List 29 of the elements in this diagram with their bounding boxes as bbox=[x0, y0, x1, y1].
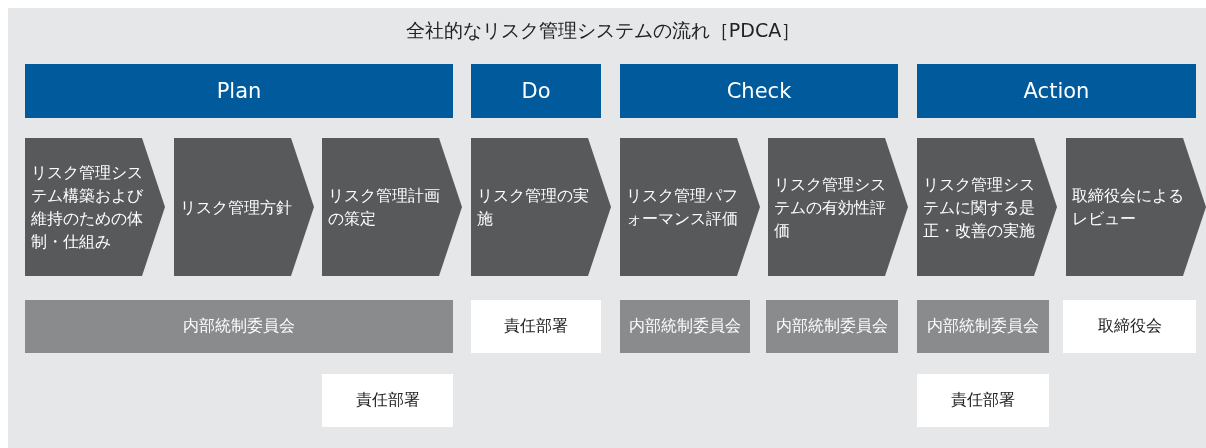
step-label: リスク管理パフォーマンス評価 bbox=[625, 185, 739, 230]
step-label: 取締役会によるレビュー bbox=[1071, 185, 1185, 230]
department-box: 責任部署 bbox=[322, 374, 453, 427]
department-box: 責任部署 bbox=[471, 300, 601, 353]
process-step bbox=[174, 138, 314, 276]
process-step bbox=[25, 138, 165, 276]
step-label: リスク管理システム構築および維持のための体制・仕組み bbox=[30, 162, 144, 253]
step-label: リスク管理システムの有効性評価 bbox=[773, 173, 887, 242]
phase-header: Action bbox=[917, 64, 1196, 118]
process-step bbox=[768, 138, 908, 276]
process-step bbox=[620, 138, 760, 276]
phase-header: Do bbox=[471, 64, 601, 118]
step-label: リスク管理システムに関する是正・改善の実施 bbox=[922, 173, 1036, 242]
process-step bbox=[917, 138, 1057, 276]
committee-box: 内部統制委員会 bbox=[25, 300, 453, 353]
committee-box: 内部統制委員会 bbox=[766, 300, 898, 353]
phase-header: Plan bbox=[25, 64, 453, 118]
process-step bbox=[471, 138, 611, 276]
committee-box: 内部統制委員会 bbox=[620, 300, 750, 353]
diagram-title: 全社的なリスク管理システムの流れ［PDCA］ bbox=[404, 18, 802, 43]
step-label: リスク管理計画の策定 bbox=[327, 185, 441, 230]
step-label: リスク管理方針 bbox=[179, 196, 293, 219]
process-step bbox=[322, 138, 462, 276]
process-step bbox=[1066, 138, 1206, 276]
department-box: 取締役会 bbox=[1063, 300, 1196, 353]
step-label: リスク管理の実施 bbox=[476, 185, 590, 230]
phase-header: Check bbox=[620, 64, 898, 118]
department-box: 責任部署 bbox=[917, 374, 1049, 427]
committee-box: 内部統制委員会 bbox=[917, 300, 1049, 353]
